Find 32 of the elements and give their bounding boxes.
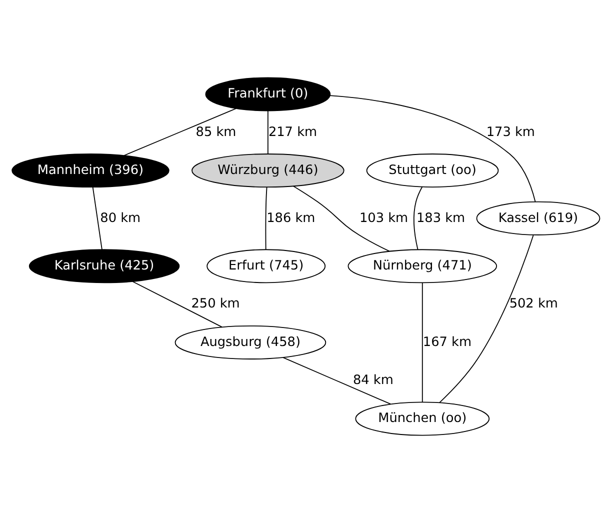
node-ellipse: Würzburg (446) — [192, 153, 344, 188]
connector — [265, 186, 268, 250]
edge-label: 250 km — [191, 296, 240, 312]
node-ellipse: Frankfurt (0) — [205, 76, 331, 111]
edge-label: 502 km — [509, 296, 558, 312]
node-ellipse: Karlsruhe (425) — [28, 248, 180, 283]
node-ellipse: Kassel (619) — [476, 200, 600, 235]
node-ellipse: Augsburg (458) — [174, 324, 326, 359]
edge-label: 173 km — [486, 124, 535, 140]
connector — [124, 108, 237, 156]
edge-label: 217 km — [268, 124, 318, 140]
node-ellipse: Stuttgart (oo) — [366, 153, 499, 188]
connector — [292, 185, 390, 252]
edge-label: 167 km — [422, 334, 472, 350]
edge-label: 183 km — [416, 210, 466, 226]
node-ellipse: Nürnberg (471) — [348, 248, 498, 283]
connector — [330, 94, 536, 202]
edge-label: 80 km — [100, 210, 141, 226]
connector — [267, 110, 268, 154]
node-ellipse: Erfurt (745) — [206, 248, 326, 283]
edge-label: 103 km — [359, 210, 408, 226]
node-ellipse: Mannheim (396) — [12, 153, 170, 188]
node-ellipse: München (oo) — [355, 401, 490, 436]
edge-label: 85 km — [196, 124, 236, 140]
connector — [413, 186, 423, 250]
connector — [282, 356, 392, 404]
edge-label: 186 km — [266, 210, 316, 226]
connector — [92, 186, 102, 250]
edge-label: 84 km — [352, 372, 394, 388]
connector — [132, 280, 222, 327]
connector — [439, 234, 534, 403]
connector — [422, 282, 423, 402]
